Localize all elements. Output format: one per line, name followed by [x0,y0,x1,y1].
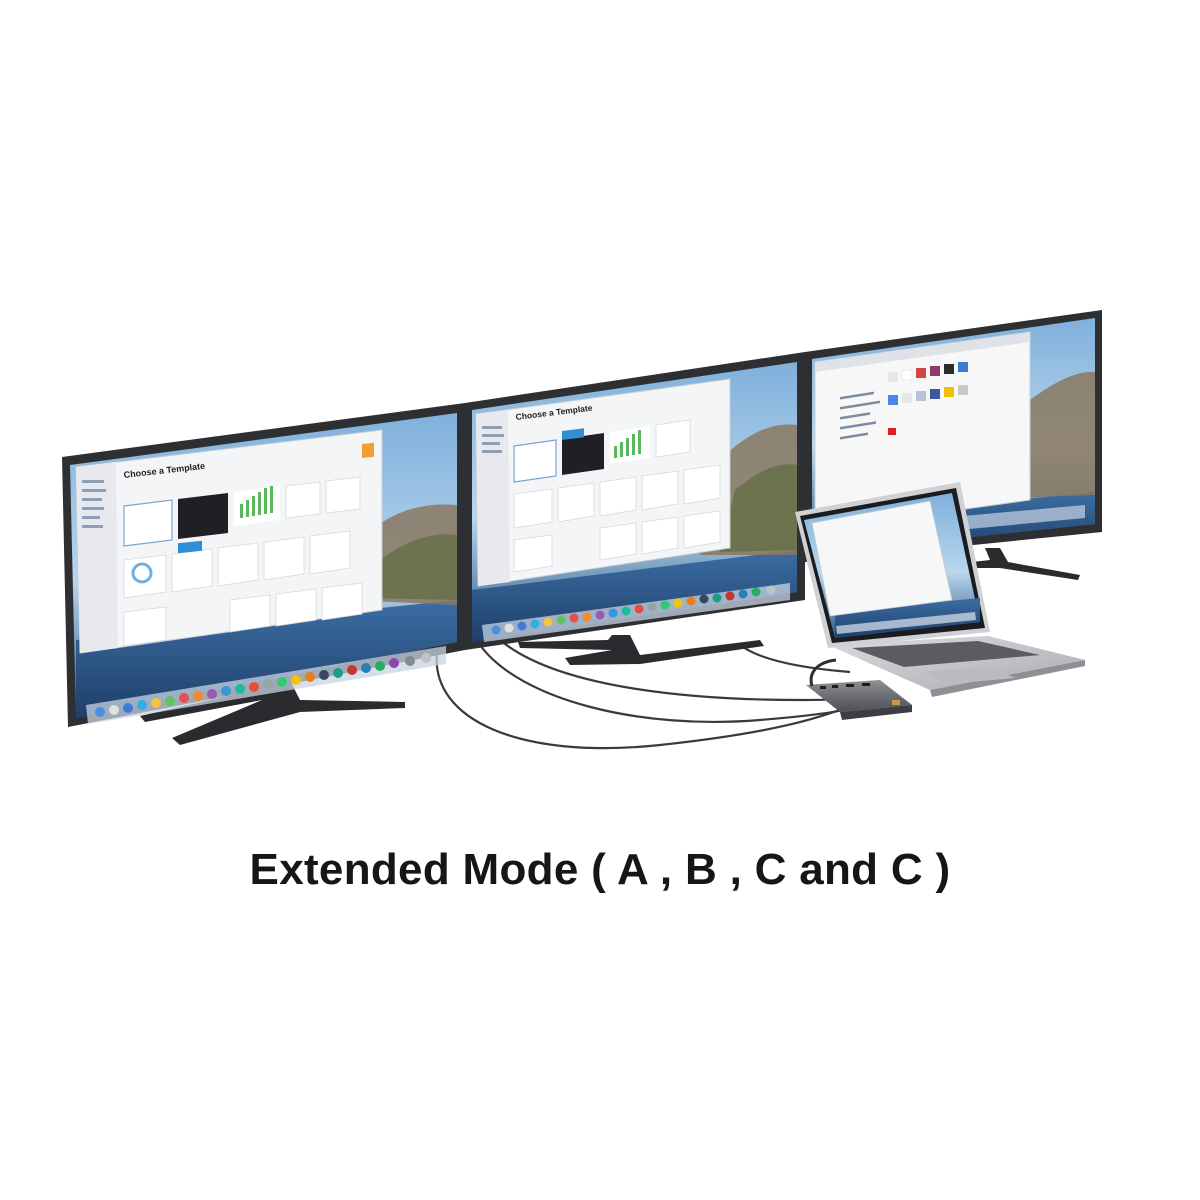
laptop [795,391,1085,697]
hub-usb-c-cable [809,658,837,687]
laptop-dock [836,612,976,634]
center-bar-thumb [610,426,650,464]
center-monitor-stand [518,635,764,665]
laptop-trackpad [925,667,1015,684]
right-browser-window [814,331,1031,531]
right-favorites-icons [888,362,968,435]
left-monitor-stand [140,665,405,745]
mode-caption: Extended Mode ( A , B , C and C ) [249,845,951,894]
center-monitor: Choose a Template [465,352,805,665]
usb-c-hub [806,658,912,720]
right-monitor-stand [972,548,1080,580]
left-monitor: Choose a Template [62,403,465,745]
left-bar-thumb [234,486,280,526]
laptop-keyboard [852,641,1040,667]
left-dock-icons [95,653,431,717]
laptop-app-window [811,500,953,617]
center-dock-icons [491,585,776,635]
three-monitor-setup-illustration: Choose a Template [62,310,1102,750]
